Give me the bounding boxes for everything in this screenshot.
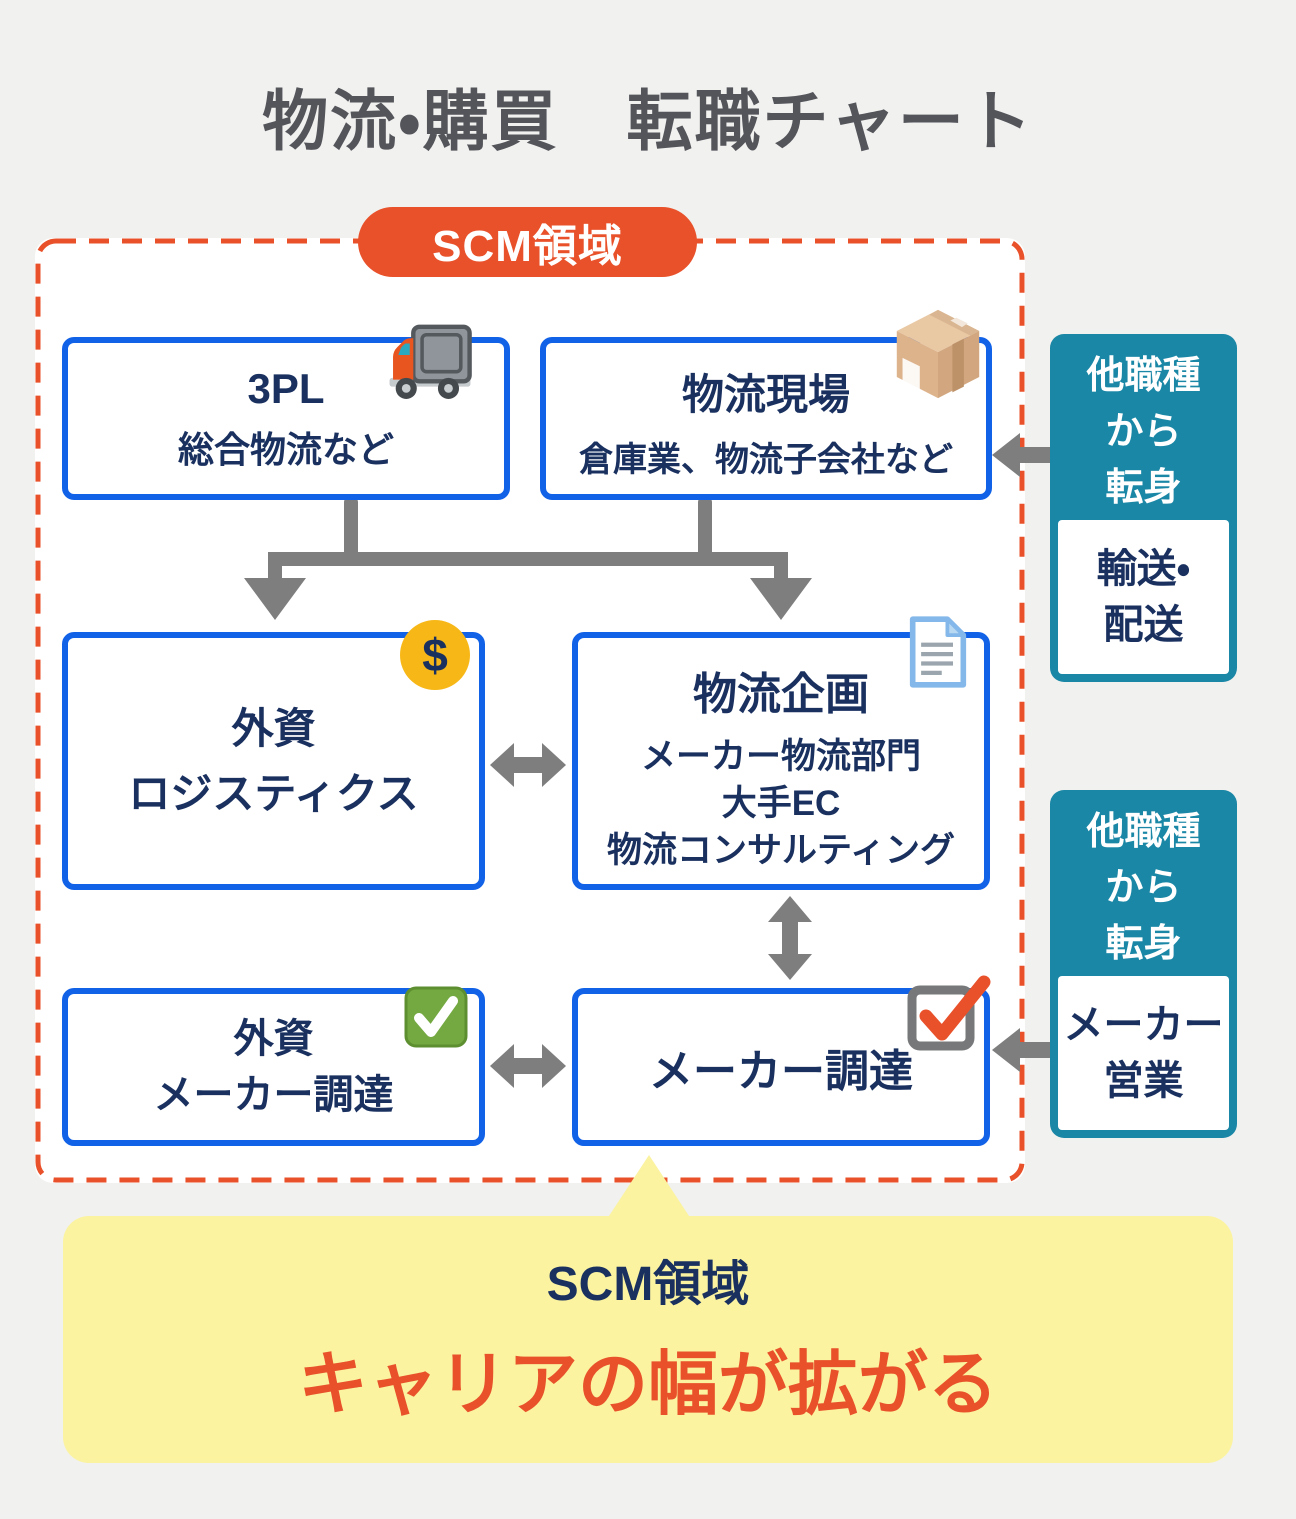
panel-top-body-line2: 配送: [1103, 603, 1184, 647]
box-genba-title: 物流現場: [681, 371, 850, 418]
panel-top-body: 輸送・ 配送: [1058, 520, 1229, 674]
arrow-sales-head: [992, 1028, 1020, 1072]
box-planning-detail-3: 物流コンサルティング: [607, 830, 955, 870]
scm-region-badge: SCM領域: [358, 207, 697, 277]
scm-region-badge-label: SCM領域: [432, 222, 623, 271]
box-genba-subtitle: 倉庫業、物流子会社など: [579, 441, 953, 479]
panel-bottom-header-line2: から: [1105, 867, 1182, 910]
double-arrow-left-head: [490, 1044, 514, 1088]
package-icon: [896, 309, 980, 399]
box-logistics-genba: 物流現場 倉庫業、物流子会社など: [540, 309, 992, 500]
box-3pl: 3PL 総合物流など: [62, 324, 510, 500]
footer-callout-pointer: [607, 1155, 691, 1219]
box-planning-detail-1: メーカー物流部門: [640, 737, 921, 776]
box-foreign-logistics-line2: ロジスティクス: [128, 770, 419, 817]
footer-message: キャリアの幅が拡がる: [298, 1345, 998, 1423]
truck-icon: [389, 324, 472, 399]
document-icon: [909, 616, 967, 688]
panel-other-jobs-sales: 他職種 から 転身 メーカー 営業: [1050, 790, 1237, 1138]
panel-bottom-body: メーカー 営業: [1058, 976, 1229, 1130]
connector-right-shaft: [774, 552, 788, 582]
arrow-transport-head: [992, 433, 1020, 477]
dollar-symbol: $: [422, 629, 448, 681]
connector-stub-genba: [698, 498, 712, 566]
arrow-sales-tail: [1018, 1042, 1050, 1058]
panel-bottom-header-line1: 他職種: [1086, 811, 1201, 853]
box-logistics-planning: 物流企画 メーカー物流部門 大手EC 物流コンサルティング: [572, 616, 990, 890]
box-planning-title: 物流企画: [693, 670, 869, 719]
box-foreign-logistics: 外資 ロジスティクス $: [62, 620, 485, 890]
connector-horizontal-bar: [268, 552, 788, 566]
dollar-icon: $: [400, 620, 470, 690]
panel-top-header-line2: から: [1105, 411, 1182, 454]
double-arrow-left-head: [490, 743, 514, 787]
arrow-down-left-head: [244, 578, 306, 620]
panel-bottom-body-line1: メーカー: [1063, 1003, 1224, 1047]
double-arrow-right-head: [542, 1044, 566, 1088]
box-planning-detail-2: 大手EC: [721, 783, 841, 823]
panel-top-header: 他職種 から 転身: [1050, 334, 1237, 517]
arrow-down-right-head: [750, 578, 812, 620]
footer-callout: SCM領域 キャリアの幅が拡がる: [63, 1216, 1233, 1463]
box-maker-procurement: メーカー調達: [572, 975, 991, 1146]
box-3pl-title: 3PL: [247, 365, 325, 412]
box-3pl-subtitle: 総合物流など: [177, 429, 394, 470]
panel-top-body-line1: 輸送・: [1096, 547, 1191, 591]
footer-heading: SCM領域: [546, 1258, 750, 1311]
box-foreign-procurement: 外資 メーカー調達: [62, 986, 485, 1146]
double-arrow-bar: [782, 920, 798, 956]
double-arrow-right-head: [542, 743, 566, 787]
panel-bottom-header: 他職種 から 転身: [1050, 790, 1237, 973]
box-foreign-procurement-line2: メーカー調達: [153, 1073, 394, 1117]
box-foreign-procurement-line1: 外資: [233, 1017, 314, 1061]
page-title: 物流・購買 転職チャート: [262, 84, 1034, 158]
box-foreign-logistics-line1: 外資: [231, 704, 316, 752]
check-icon: [404, 986, 468, 1048]
arrow-transport-tail: [1018, 447, 1050, 463]
box-maker-procurement-title: メーカー調達: [649, 1047, 913, 1096]
checkbox-icon: [907, 975, 991, 1051]
double-arrow-bottom-horizontal: [490, 1044, 566, 1088]
connector-left-shaft: [268, 552, 282, 582]
double-arrow-bar: [512, 757, 544, 773]
double-arrow-bar: [512, 1058, 544, 1074]
panel-bottom-body-line2: 営業: [1103, 1059, 1184, 1103]
panel-other-jobs-transport: 他職種 から 転身 輸送・ 配送: [1050, 334, 1237, 682]
panel-top-header-line1: 他職種: [1086, 355, 1201, 397]
panel-top-header-line3: 転身: [1105, 467, 1182, 510]
panel-bottom-header-line3: 転身: [1105, 923, 1182, 966]
double-arrow-up-head: [768, 896, 812, 922]
double-arrow-down-head: [768, 954, 812, 980]
double-arrow-vertical: [768, 896, 812, 980]
double-arrow-middle-horizontal: [490, 743, 566, 787]
connector-stub-3pl: [344, 498, 358, 566]
